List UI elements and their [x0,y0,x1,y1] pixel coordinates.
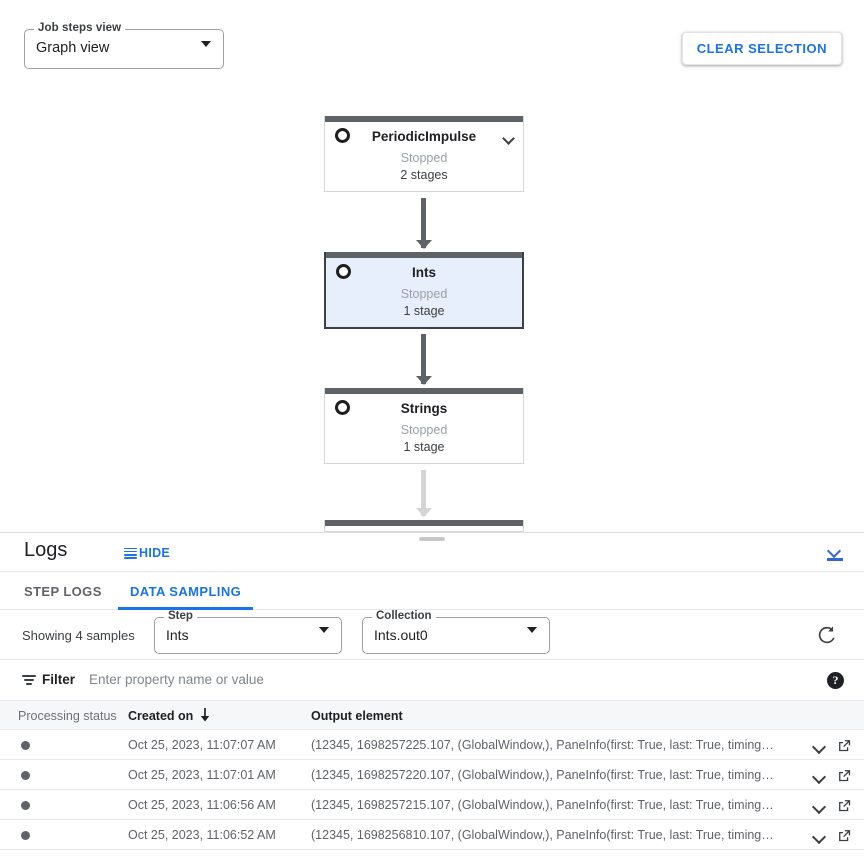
cell-created-on: Oct 25, 2023, 11:07:07 AM [128,738,276,752]
expand-row-chevron-down-icon[interactable] [811,829,827,847]
tab-data-sampling[interactable]: DATA SAMPLING [118,572,254,610]
sampling-controls: Showing 4 samples Step Ints Collection I… [0,610,864,660]
step-select-label: Step [164,610,197,622]
node-title: Ints [411,264,436,280]
cell-output-element: (12345, 1698257220.107, (GlobalWindow,),… [311,768,774,782]
graph-toolbar: Job steps view Graph view CLEAR SELECTIO… [0,0,864,96]
cell-output-element: (12345, 1698257225.107, (GlobalWindow,),… [311,738,774,752]
stopped-status-icon [335,128,350,143]
stopped-status-icon [335,400,350,415]
collection-select-value: Ints.out0 [374,627,428,643]
logs-header: Logs HIDE [0,533,864,572]
filter-input[interactable] [87,671,787,688]
processing-status-dot-icon [21,771,30,780]
processing-status-dot-icon [21,801,30,810]
table-row[interactable]: Oct 25, 2023, 11:07:07 AM (12345, 169825… [0,730,864,760]
collection-select[interactable]: Collection Ints.out0 [362,610,550,654]
cell-created-on: Oct 25, 2023, 11:07:01 AM [128,768,276,782]
hide-logs-label: HIDE [139,546,171,560]
node-status-bar [326,252,522,258]
chevron-down-icon[interactable] [502,130,515,148]
job-steps-view-value: Graph view [36,40,110,56]
table-row[interactable]: Oct 25, 2023, 11:06:56 AM (12345, 169825… [0,790,864,820]
chevron-down-icon [527,627,537,651]
logs-title: Logs [24,539,68,561]
node-title: PeriodicImpulse [371,128,477,144]
node-stages-text: 1 stage [403,440,445,454]
list-lines-icon [124,547,137,559]
expand-row-chevron-down-icon[interactable] [811,769,827,787]
open-in-new-icon[interactable] [837,768,852,788]
collection-select-label: Collection [372,610,436,622]
logs-panel: Logs HIDE STEP LOGS DATA SAMPLING Showin… [0,532,864,856]
column-processing-status[interactable]: Processing status [18,709,117,723]
cell-created-on: Oct 25, 2023, 11:06:52 AM [128,828,276,842]
chevron-down-icon [201,41,211,65]
graph-edge-2 [415,334,432,385]
filter-row: Filter ? [0,660,864,701]
job-graph-pane: Job steps view Graph view CLEAR SELECTIO… [0,0,864,532]
open-in-new-icon[interactable] [837,828,852,848]
node-stages-text: 2 stages [400,168,448,182]
node-status-bar [325,520,523,526]
showing-samples-text: Showing 4 samples [22,628,135,643]
open-in-new-icon[interactable] [837,798,852,818]
collapse-panel-icon[interactable] [825,543,847,563]
column-output-element[interactable]: Output element [311,709,403,723]
stopped-status-icon [336,264,351,279]
filter-help-icon[interactable]: ? [827,672,844,689]
cell-output-element: (12345, 1698256810.107, (GlobalWindow,),… [311,828,774,842]
sort-descending-icon[interactable] [199,707,211,722]
filter-label: Filter [42,672,76,687]
node-header: PeriodicImpulse [325,122,523,150]
graph-node-periodicimpulse[interactable]: PeriodicImpulse Stopped 2 stages [324,116,524,192]
node-status-text: Stopped [400,423,448,437]
chevron-down-icon [319,627,329,651]
graph-edge-3 [415,470,432,517]
clear-selection-button[interactable]: CLEAR SELECTION [681,32,842,65]
graph-node-ints[interactable]: Ints Stopped 1 stage [324,252,524,329]
node-status-text: Stopped [400,151,448,165]
samples-table-body: Oct 25, 2023, 11:07:07 AM (12345, 169825… [0,730,864,850]
refresh-button[interactable] [816,624,838,646]
graph-edge-1 [415,198,432,249]
expand-row-chevron-down-icon[interactable] [811,739,827,757]
cell-created-on: Oct 25, 2023, 11:06:56 AM [128,798,276,812]
column-created-on[interactable]: Created on [128,709,194,723]
logs-tabs: STEP LOGS DATA SAMPLING [0,572,864,610]
node-header: Ints [326,258,522,286]
job-steps-view-select[interactable]: Job steps view Graph view [24,22,224,69]
graph-node-clipped[interactable] [324,520,524,532]
tab-step-logs[interactable]: STEP LOGS [24,583,102,599]
expand-row-chevron-down-icon[interactable] [811,799,827,817]
samples-table-header: Processing status Created on Output elem… [0,701,864,730]
hide-logs-button[interactable]: HIDE [124,546,170,560]
job-steps-view-label: Job steps view [34,22,126,34]
node-status-text: Stopped [400,287,448,301]
table-row[interactable]: Oct 25, 2023, 11:07:01 AM (12345, 169825… [0,760,864,790]
filter-icon [22,675,36,686]
cell-output-element: (12345, 1698257215.107, (GlobalWindow,),… [311,798,774,812]
node-stages-text: 1 stage [403,304,445,318]
node-status-bar [325,388,523,394]
table-row[interactable]: Oct 25, 2023, 11:06:52 AM (12345, 169825… [0,820,864,850]
processing-status-dot-icon [21,831,30,840]
step-select[interactable]: Step Ints [154,610,342,654]
graph-node-strings[interactable]: Strings Stopped 1 stage [324,388,524,464]
step-select-value: Ints [166,627,189,643]
open-in-new-icon[interactable] [837,738,852,758]
node-header: Strings [325,394,523,422]
node-title: Strings [400,400,448,416]
node-status-bar [325,116,523,122]
panel-resize-handle[interactable] [419,537,445,541]
processing-status-dot-icon [21,741,30,750]
